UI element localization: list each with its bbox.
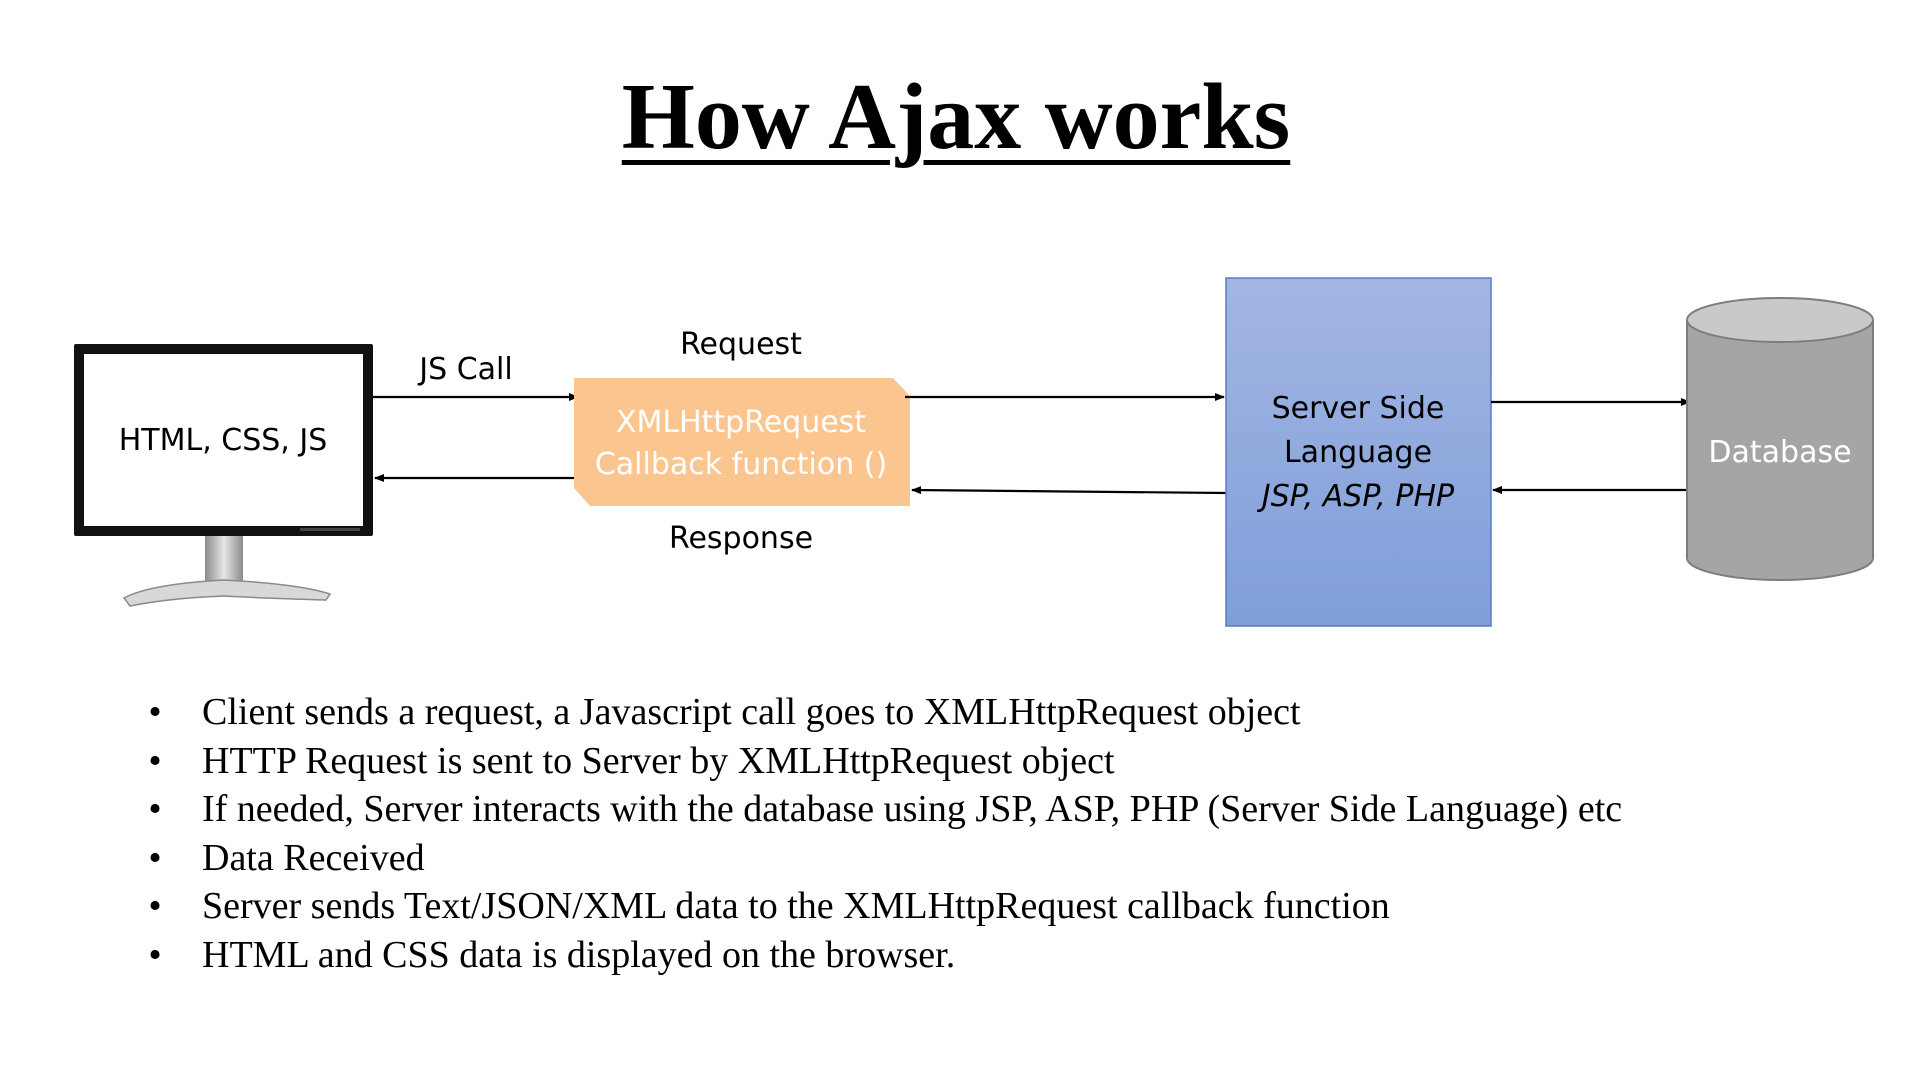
bullet-item: • If needed, Server interacts with the da… <box>140 785 1622 834</box>
bullet-dot: • <box>148 739 162 782</box>
server-box-line2: Language <box>1284 435 1432 470</box>
database-cylinder-icon: Database <box>1686 297 1874 581</box>
bullet-text: Client sends a request, a Javascript cal… <box>202 691 1301 733</box>
xhr-box-line1: XMLHttpRequest <box>616 405 866 440</box>
server-box-line1: Server Side <box>1272 391 1445 426</box>
bullet-list: • Client sends a request, a Javascript ca… <box>140 688 1622 979</box>
bullet-item: • Data Received <box>140 834 1622 883</box>
slide-title-text: How Ajax works <box>621 65 1291 169</box>
database-label: Database <box>1708 435 1851 470</box>
server-side-language-box: Server Side Language JSP, ASP, PHP <box>1225 277 1492 627</box>
slide-title: How Ajax works <box>0 62 1912 172</box>
bullet-text: HTML and CSS data is displayed on the br… <box>202 933 956 976</box>
request-label: Request <box>680 327 802 362</box>
xhr-box-line2: Callback function () <box>595 447 887 482</box>
server-box-line3: JSP, ASP, PHP <box>1257 479 1455 514</box>
bullet-dot: • <box>148 836 162 879</box>
computer-monitor-icon: HTML, CSS, JS <box>74 344 373 607</box>
bullet-item: • HTTP Request is sent to Server by XMLHt… <box>140 737 1622 786</box>
bullet-dot: • <box>148 691 162 733</box>
js-call-label: JS Call <box>417 352 512 387</box>
response-arrow <box>911 486 1227 495</box>
bullet-dot: • <box>148 788 162 830</box>
bullet-text: Server sends Text/JSON/XML data to the X… <box>202 885 1390 927</box>
bullet-text: If needed, Server interacts with the dat… <box>202 788 1623 830</box>
response-label: Response <box>669 521 813 556</box>
bullet-text: HTTP Request is sent to Server by XMLHtt… <box>202 739 1115 782</box>
bullet-dot: • <box>148 933 162 976</box>
bullet-text: Data Received <box>202 836 425 879</box>
xmlhttprequest-box: XMLHttpRequest Callback function () <box>574 378 910 506</box>
bullet-dot: • <box>148 885 162 927</box>
bullet-item: • Server sends Text/JSON/XML data to the … <box>140 882 1622 931</box>
bullet-item: • HTML and CSS data is displayed on the b… <box>140 931 1622 980</box>
monitor-label: HTML, CSS, JS <box>119 423 328 458</box>
bullet-item: • Client sends a request, a Javascript ca… <box>140 688 1622 737</box>
